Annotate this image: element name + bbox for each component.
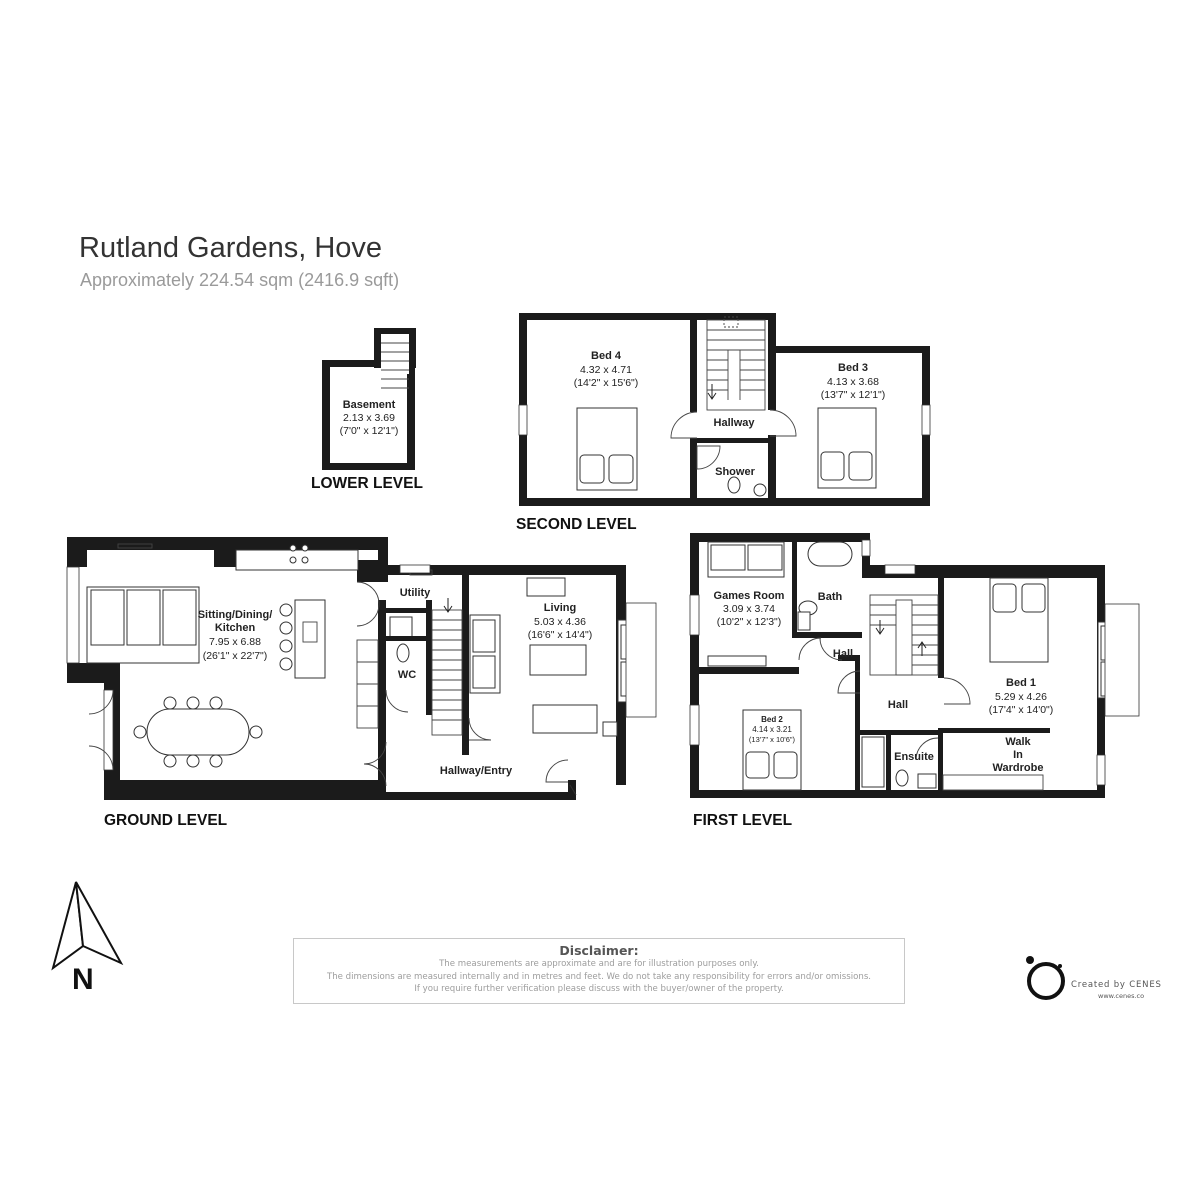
basement-plan bbox=[322, 328, 416, 470]
bed3-metric: 4.13 x 3.68 bbox=[827, 376, 879, 388]
living-label: Living bbox=[544, 602, 576, 614]
credit-text: Created by CENES bbox=[1071, 980, 1162, 990]
disclaimer-line-2: The dimensions are measured internally a… bbox=[326, 971, 872, 982]
disclaimer-line-3: If you require further verification plea… bbox=[414, 984, 784, 994]
wardrobe-label-3: Wardrobe bbox=[993, 762, 1044, 774]
disclaimer-heading: Disclaimer: bbox=[559, 943, 639, 958]
hallway-entry-label: Hallway/Entry bbox=[440, 765, 513, 777]
games-room-label: Games Room bbox=[714, 590, 785, 602]
first-level-plan bbox=[689, 533, 1140, 798]
bed4-metric: 4.32 x 4.71 bbox=[580, 364, 632, 376]
bed3-imperial: (13'7" x 12'1") bbox=[821, 389, 886, 401]
ensuite-label: Ensuite bbox=[894, 751, 934, 763]
bed2-imperial: (13'7" x 10'6") bbox=[749, 735, 796, 744]
plan-title: Rutland Gardens, Hove bbox=[79, 232, 383, 264]
plan-area-subtitle: Approximately 224.54 sqm (2416.9 sqft) bbox=[80, 270, 400, 290]
games-room-imperial: (10'2" x 12'3") bbox=[717, 616, 782, 628]
bed4-imperial: (14'2" x 15'6") bbox=[574, 377, 639, 389]
north-letter: N bbox=[72, 963, 94, 996]
hallway-second-label: Hallway bbox=[714, 417, 756, 429]
utility-label: Utility bbox=[400, 587, 431, 599]
basement-imperial: (7'0" x 12'1") bbox=[340, 425, 399, 437]
credit-url: www.cenes.co bbox=[1098, 992, 1145, 1000]
sitting-metric: 7.95 x 6.88 bbox=[209, 636, 261, 648]
second-level-plan bbox=[518, 313, 931, 506]
sitting-label-1: Sitting/Dining/ bbox=[198, 609, 273, 621]
games-room-metric: 3.09 x 3.74 bbox=[723, 603, 775, 615]
bed2-metric: 4.14 x 3.21 bbox=[752, 725, 792, 734]
bed1-label: Bed 1 bbox=[1006, 677, 1036, 689]
bed3-label: Bed 3 bbox=[838, 362, 868, 374]
living-imperial: (16'6" x 14'4") bbox=[528, 629, 593, 641]
hall-b-label: Hall bbox=[888, 699, 908, 711]
sitting-imperial: (26'1" x 22'7") bbox=[203, 650, 268, 662]
ground-level-label: GROUND LEVEL bbox=[104, 812, 227, 829]
living-metric: 5.03 x 4.36 bbox=[534, 616, 586, 628]
ground-level-plan bbox=[66, 537, 657, 800]
basement-metric: 2.13 x 3.69 bbox=[343, 412, 395, 424]
disclaimer-box: Disclaimer: The measurements are approxi… bbox=[293, 938, 905, 1004]
bed1-imperial: (17'4" x 14'0") bbox=[989, 704, 1054, 716]
cenes-logo-icon bbox=[1026, 956, 1065, 1000]
sitting-label-2: Kitchen bbox=[215, 622, 256, 634]
bed1-metric: 5.29 x 4.26 bbox=[995, 691, 1047, 703]
first-level-label: FIRST LEVEL bbox=[693, 812, 792, 829]
bed4-label: Bed 4 bbox=[591, 350, 622, 362]
basement-label: Basement bbox=[343, 399, 396, 411]
bath-label: Bath bbox=[818, 591, 843, 603]
shower-label: Shower bbox=[715, 466, 755, 478]
wc-label: WC bbox=[398, 669, 416, 681]
wardrobe-label-2: In bbox=[1013, 749, 1023, 761]
north-arrow-icon bbox=[51, 881, 124, 971]
hall-a-label: Hall bbox=[833, 648, 853, 660]
wardrobe-label-1: Walk bbox=[1005, 736, 1031, 748]
disclaimer-line-1: The measurements are approximate and are… bbox=[439, 959, 759, 969]
lower-level-label: LOWER LEVEL bbox=[311, 475, 423, 492]
bed2-label: Bed 2 bbox=[761, 715, 783, 724]
second-level-label: SECOND LEVEL bbox=[516, 516, 637, 533]
